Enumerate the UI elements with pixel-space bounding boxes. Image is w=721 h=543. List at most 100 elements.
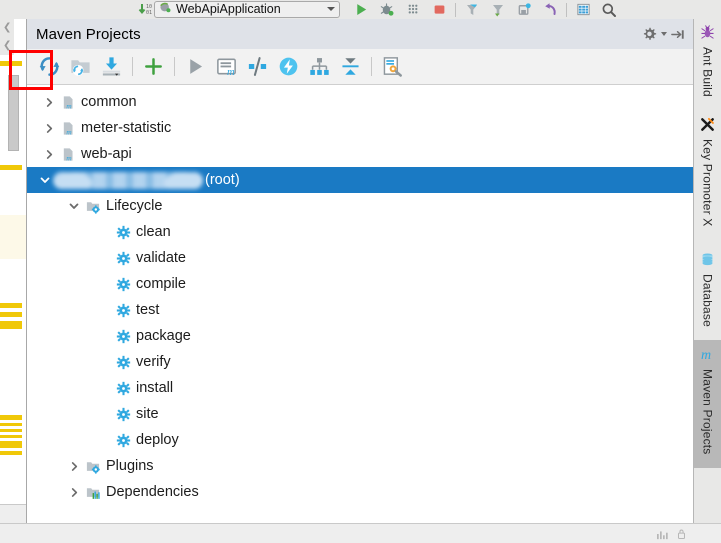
chevron-left-icon-2[interactable]: ❮ (3, 40, 12, 51)
editor-scrollbar-thumb[interactable] (8, 75, 19, 151)
lock-icon[interactable] (676, 528, 687, 543)
right-tool-window-stripe: Ant Build Key Promoter X Database m (693, 19, 721, 524)
tree-node-goal-compile[interactable]: compile (27, 271, 694, 297)
sliver-bottom-cap (0, 504, 26, 524)
svg-text:m: m (66, 101, 72, 110)
maven-project-tree[interactable]: m common m meter-statistic (27, 85, 694, 524)
tree-node-label: meter-statistic (81, 119, 172, 136)
tree-node-meter-statistic[interactable]: m meter-statistic (27, 115, 694, 141)
settings-gear-button[interactable] (642, 24, 667, 44)
tree-node-label: verify (136, 353, 171, 370)
editor-highlight-band (0, 215, 26, 259)
toggle-skip-tests-button[interactable] (242, 51, 273, 82)
tree-node-label: site (136, 405, 159, 422)
toolbar-divider-2 (174, 57, 175, 76)
svg-text:m: m (701, 348, 711, 362)
commit-button[interactable] (485, 0, 511, 19)
key-promoter-x-icon (700, 117, 715, 135)
reimport-all-maven-projects-button[interactable] (34, 51, 65, 82)
generate-sources-button[interactable] (65, 51, 96, 82)
stop-button[interactable] (426, 0, 452, 19)
search-everywhere-button[interactable] (596, 0, 622, 19)
tree-node-label: package (136, 327, 191, 344)
maven-settings-button[interactable] (377, 51, 408, 82)
redacted-project-name (53, 171, 203, 189)
tree-node-goal-site[interactable]: site (27, 401, 694, 427)
status-bar (0, 523, 721, 543)
tree-node-common[interactable]: m common (27, 89, 694, 115)
tree-node-label: deploy (136, 431, 179, 448)
stripe-label-key-promoter-x: Key Promoter X (700, 139, 715, 227)
show-dependency-tree-button[interactable] (304, 51, 335, 82)
toolbar-divider-3 (371, 57, 372, 76)
chevron-left-icon[interactable]: ❮ (3, 22, 12, 33)
tree-node-goal-verify[interactable]: verify (27, 349, 694, 375)
chevron-right-icon[interactable] (66, 479, 82, 505)
tree-node-root-project[interactable]: (root) (27, 167, 694, 193)
collapse-all-button[interactable] (335, 51, 366, 82)
run-button[interactable] (348, 0, 374, 19)
push-button[interactable] (511, 0, 537, 19)
tree-node-label: compile (136, 275, 186, 292)
hide-panel-button[interactable] (669, 24, 686, 44)
database-grid-button[interactable] (570, 0, 596, 19)
debug-button[interactable] (374, 0, 400, 19)
maven-projects-tool-window: Maven Projects (27, 19, 694, 524)
svg-text:01: 01 (146, 10, 152, 16)
execute-goal-button[interactable]: m (211, 51, 242, 82)
chevron-down-icon[interactable] (37, 167, 53, 193)
tree-node-goal-test[interactable]: test (27, 297, 694, 323)
run-configuration-selector[interactable]: WebApiApplication (154, 0, 340, 18)
tree-node-label: common (81, 93, 137, 110)
editor-marker (0, 61, 22, 66)
stripe-button-key-promoter-x[interactable]: Key Promoter X (694, 111, 721, 246)
svg-text:m: m (66, 127, 72, 136)
maven-module-icon: m (57, 141, 79, 167)
folder-gear-icon (82, 193, 104, 219)
maven-goal-gear-icon (112, 219, 134, 245)
tree-node-goal-clean[interactable]: clean (27, 219, 694, 245)
ant-bug-icon (700, 25, 715, 43)
editor-left-sliver: ❮ ❮ (0, 19, 27, 524)
chevron-down-icon[interactable] (327, 7, 335, 11)
chevron-right-icon[interactable] (41, 115, 57, 141)
tree-node-plugins[interactable]: Plugins (27, 453, 694, 479)
maven-m-icon: m (700, 346, 716, 365)
editor-marker (0, 429, 22, 432)
tree-node-dependencies[interactable]: Dependencies (27, 479, 694, 505)
sliver-tab-strip (0, 19, 14, 55)
spring-boot-icon (159, 1, 172, 17)
tree-node-goal-install[interactable]: install (27, 375, 694, 401)
stripe-button-ant-build[interactable]: Ant Build (694, 19, 721, 111)
rollback-button[interactable] (537, 0, 563, 19)
stripe-button-database[interactable]: Database (694, 246, 721, 340)
tree-node-label: Plugins (106, 457, 154, 474)
chevron-right-icon[interactable] (41, 141, 57, 167)
tree-node-label: Dependencies (106, 483, 199, 500)
memory-bars-icon (656, 528, 670, 543)
tree-node-label: web-api (81, 145, 132, 162)
run-maven-build-button[interactable] (180, 51, 211, 82)
tree-node-label: validate (136, 249, 186, 266)
chevron-down-icon (661, 32, 667, 36)
tree-node-goal-package[interactable]: package (27, 323, 694, 349)
update-project-button[interactable] (459, 0, 485, 19)
maven-goal-gear-icon (112, 349, 134, 375)
coverage-button[interactable] (400, 0, 426, 19)
chevron-right-icon[interactable] (41, 89, 57, 115)
editor-marker (0, 423, 22, 426)
tree-node-web-api[interactable]: m web-api (27, 141, 694, 167)
toolbar-left-spacer: 10 01 (0, 0, 154, 19)
editor-marker (0, 451, 22, 455)
tree-node-goal-validate[interactable]: validate (27, 245, 694, 271)
toggle-offline-button[interactable] (273, 51, 304, 82)
tree-node-lifecycle[interactable]: Lifecycle (27, 193, 694, 219)
download-sources-button[interactable] (96, 51, 127, 82)
chevron-down-icon[interactable] (66, 193, 82, 219)
tree-node-goal-deploy[interactable]: deploy (27, 427, 694, 453)
toolbar-divider (455, 2, 456, 17)
chevron-right-icon[interactable] (66, 453, 82, 479)
stripe-label-ant-build: Ant Build (700, 47, 715, 97)
stripe-button-maven-projects[interactable]: m Maven Projects (694, 340, 721, 468)
add-maven-project-button[interactable] (138, 51, 169, 82)
